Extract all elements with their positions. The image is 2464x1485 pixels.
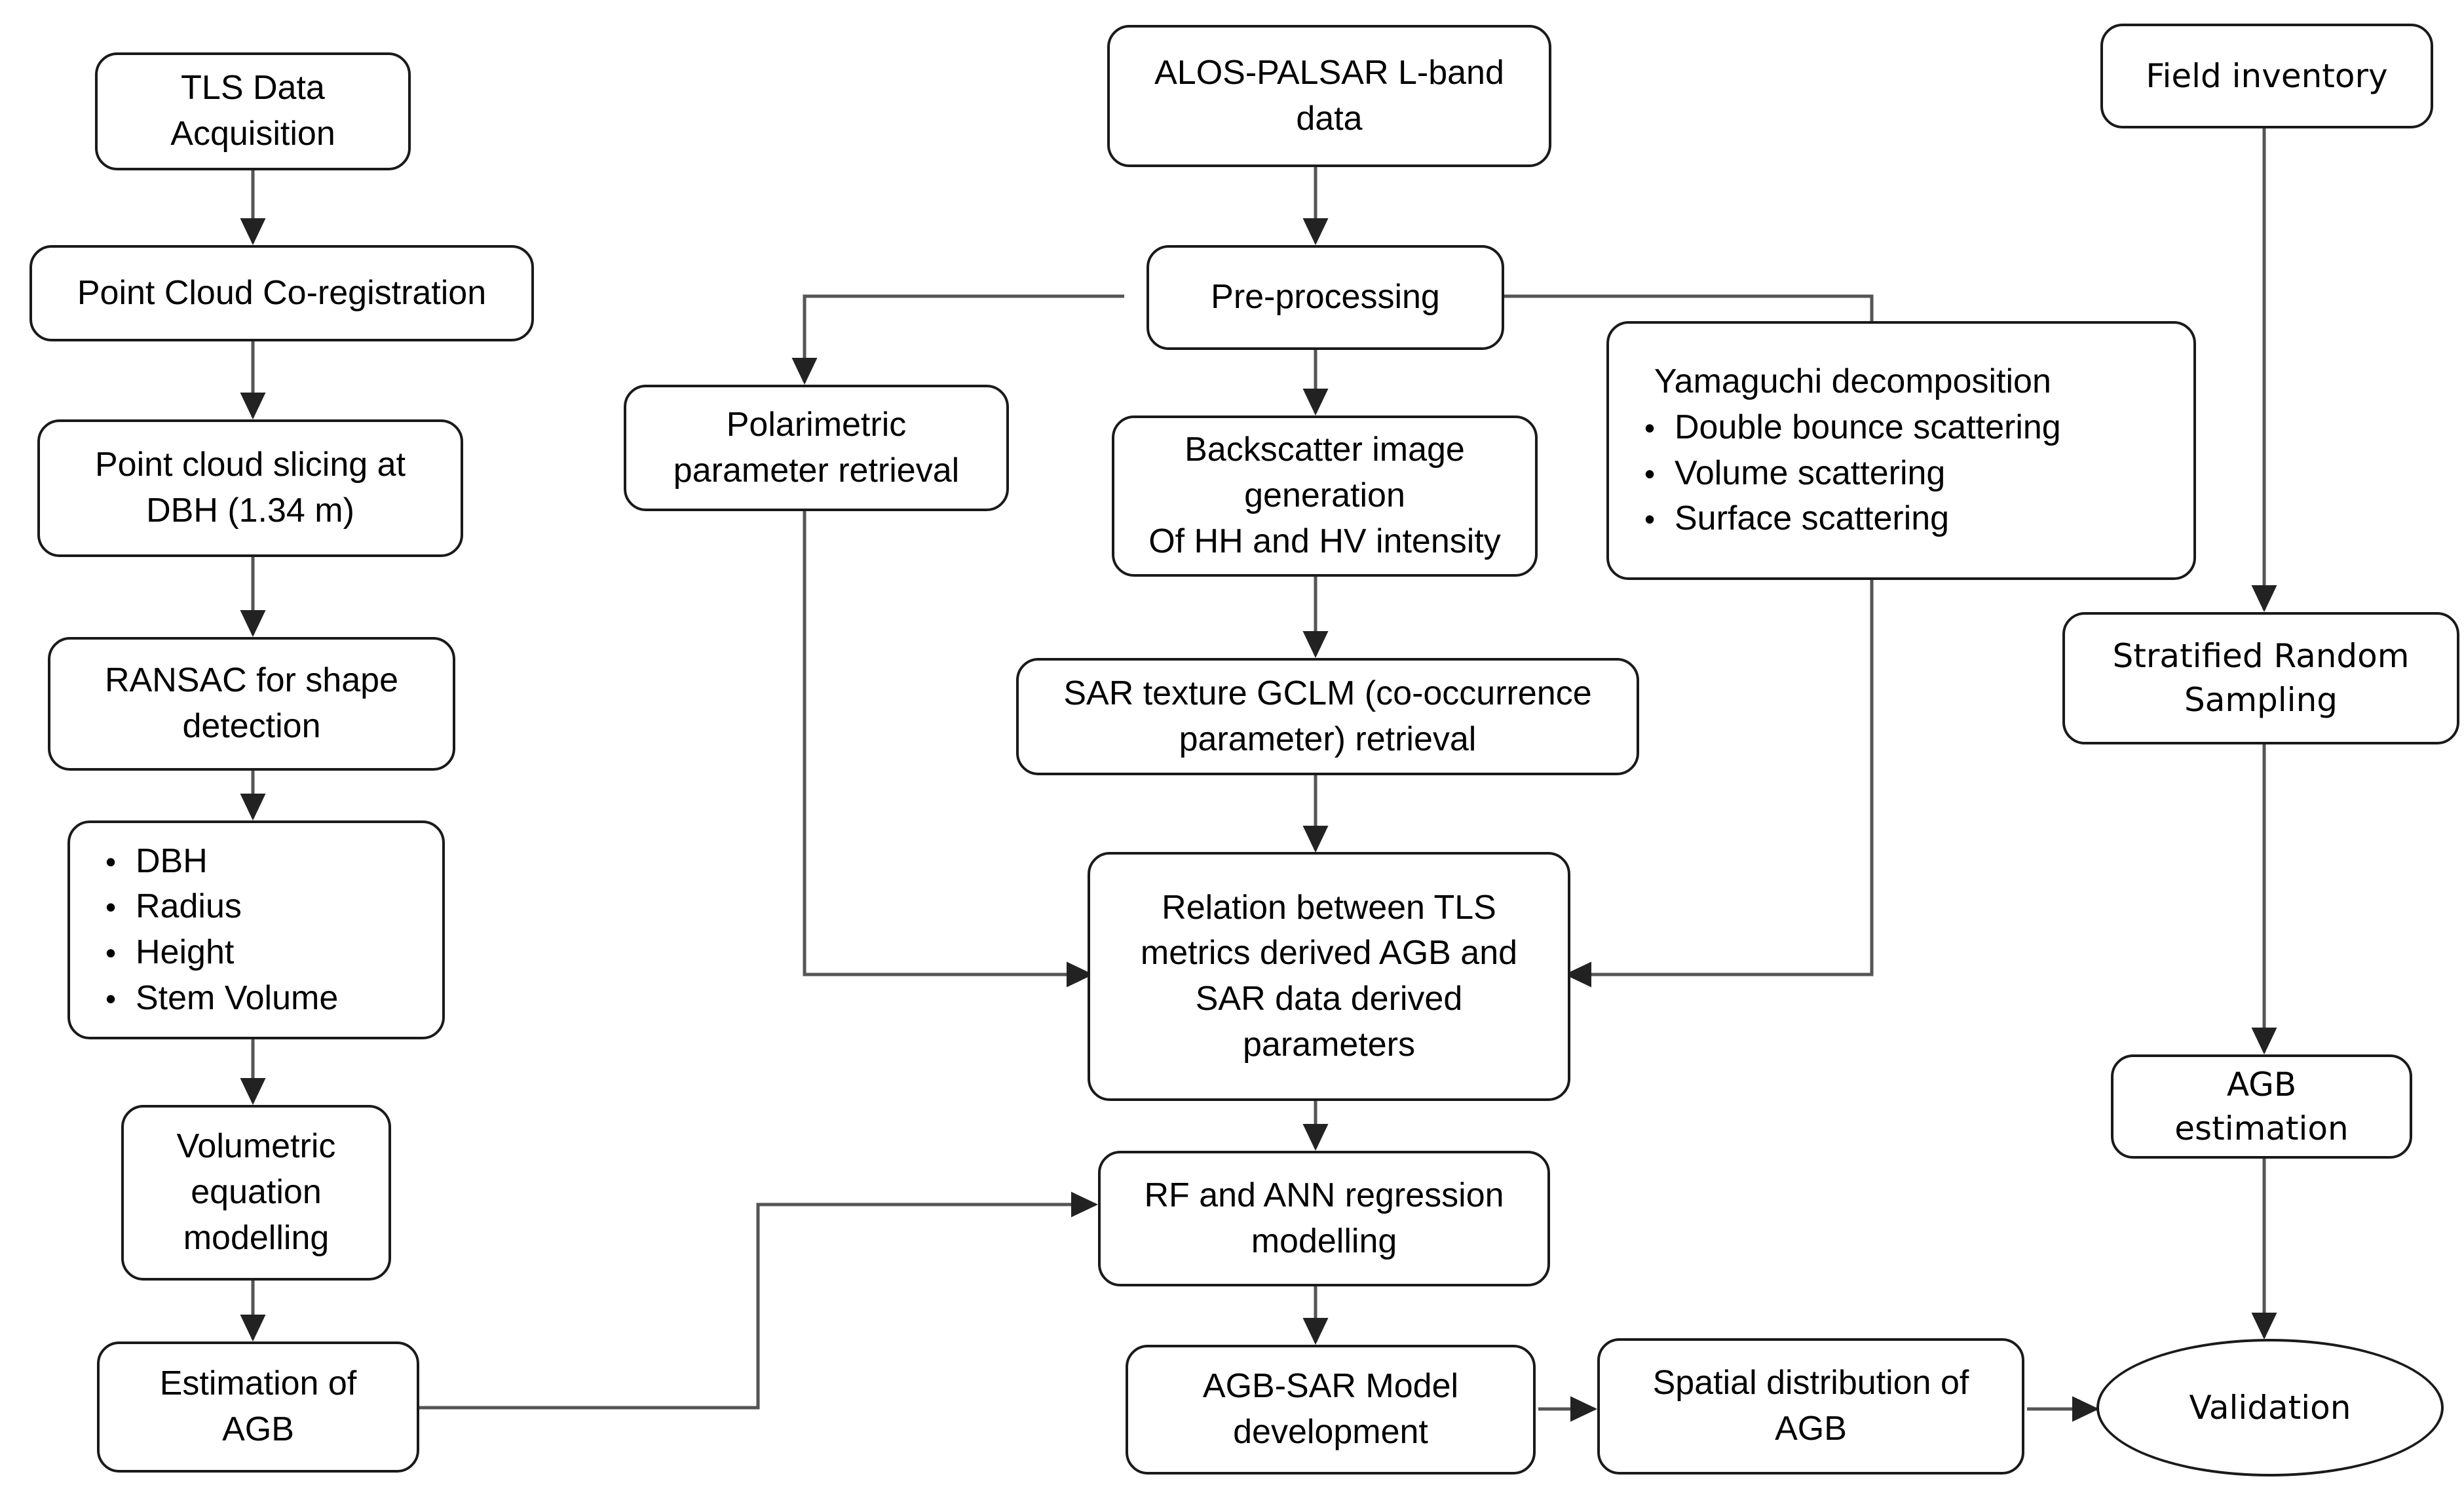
node-line: RANSAC for shape bbox=[105, 661, 398, 700]
node-point-cloud-slicing[interactable]: Point cloud slicing at DBH (1.34 m) bbox=[37, 419, 463, 557]
yamaguchi-list: Yamaguchi decomposition • Double bounce … bbox=[1644, 359, 2061, 542]
node-line: parameter retrieval bbox=[673, 451, 960, 490]
node-line: AGB bbox=[222, 1410, 294, 1448]
node-volumetric-equation-modelling[interactable]: Volumetric equation modelling bbox=[121, 1105, 391, 1281]
node-agb-estimation[interactable]: AGB estimation bbox=[2111, 1054, 2412, 1159]
bullet-icon: • bbox=[1644, 456, 1656, 491]
node-line: TLS Data bbox=[181, 69, 325, 107]
node-agb-sar-model-development[interactable]: AGB-SAR Model development bbox=[1126, 1345, 1536, 1475]
node-line: Pre-processing bbox=[1211, 278, 1440, 317]
list-item-label: Double bounce scattering bbox=[1675, 408, 2061, 446]
list-item-label: Volume scattering bbox=[1675, 453, 1946, 492]
node-estimation-of-agb[interactable]: Estimation of AGB bbox=[97, 1341, 419, 1473]
node-alos-palsar-data[interactable]: ALOS-PALSAR L-band data bbox=[1107, 25, 1551, 167]
list-item-label: Radius bbox=[136, 887, 242, 926]
node-line: Acquisition bbox=[170, 115, 335, 153]
list-item: • Surface scattering bbox=[1644, 496, 1949, 542]
node-rf-ann-regression[interactable]: RF and ANN regression modelling bbox=[1098, 1151, 1550, 1286]
node-line: estimation bbox=[2174, 1109, 2349, 1148]
node-line: parameters bbox=[1243, 1025, 1415, 1064]
node-ransac-shape-detection[interactable]: RANSAC for shape detection bbox=[48, 637, 455, 771]
node-line: equation bbox=[191, 1173, 322, 1212]
list-item: • Radius bbox=[105, 884, 242, 930]
node-field-inventory[interactable]: Field inventory bbox=[2100, 24, 2433, 128]
edge-polarimetric-to-relation bbox=[803, 511, 1093, 988]
node-line: Relation between TLS bbox=[1162, 888, 1496, 927]
node-line: metrics derived AGB and bbox=[1140, 934, 1518, 973]
node-polarimetric-parameter-retrieval[interactable]: Polarimetric parameter retrieval bbox=[624, 385, 1009, 511]
node-line: modelling bbox=[183, 1218, 330, 1257]
list-item-label: Height bbox=[136, 933, 235, 971]
node-pre-processing[interactable]: Pre-processing bbox=[1147, 245, 1504, 350]
node-line: Field inventory bbox=[2146, 56, 2388, 95]
edge-yamaguchi-to-relation bbox=[1564, 580, 1874, 988]
edge-estimation-to-rf bbox=[419, 1191, 1098, 1410]
node-line: Spatial distribution of bbox=[1652, 1364, 1969, 1402]
list-item-label: Stem Volume bbox=[136, 978, 339, 1017]
node-line: Point Cloud Co-registration bbox=[77, 273, 487, 312]
node-line: SAR data derived bbox=[1195, 980, 1463, 1018]
list-item: • DBH bbox=[105, 839, 208, 885]
node-line: modelling bbox=[1251, 1222, 1397, 1260]
list-item: • Stem Volume bbox=[105, 976, 338, 1022]
node-line: Point cloud slicing at bbox=[94, 446, 406, 484]
node-tls-data-acquisition[interactable]: TLS Data Acquisition bbox=[95, 52, 411, 170]
list-item-label: DBH bbox=[136, 841, 208, 880]
node-line: development bbox=[1233, 1413, 1428, 1451]
node-line: Yamaguchi decomposition bbox=[1654, 362, 2051, 401]
node-line: Sampling bbox=[2184, 681, 2338, 719]
bullet-icon: • bbox=[105, 890, 117, 925]
bullet-icon: • bbox=[1644, 410, 1656, 445]
node-line: RF and ANN regression bbox=[1144, 1176, 1504, 1214]
node-line: DBH (1.34 m) bbox=[146, 492, 354, 530]
node-line: AGB bbox=[1775, 1410, 1847, 1448]
node-point-cloud-coregistration[interactable]: Point Cloud Co-registration bbox=[29, 245, 534, 341]
node-line: Of HH and HV intensity bbox=[1148, 522, 1501, 560]
list-item: • Double bounce scattering bbox=[1644, 405, 2061, 451]
node-line: SAR texture GCLM (co-occurrence bbox=[1063, 674, 1592, 712]
node-sar-texture-gclm[interactable]: SAR texture GCLM (co-occurrence paramete… bbox=[1016, 658, 1639, 775]
node-line: ALOS-PALSAR L-band bbox=[1154, 53, 1504, 92]
node-spatial-distribution-agb[interactable]: Spatial distribution of AGB bbox=[1597, 1338, 2024, 1475]
node-line: AGB-SAR Model bbox=[1202, 1367, 1459, 1406]
list-item: • Volume scattering bbox=[1644, 451, 1945, 497]
node-stratified-random-sampling[interactable]: Stratified Random Sampling bbox=[2062, 612, 2459, 744]
node-line: generation bbox=[1244, 476, 1405, 515]
edge-preproc-to-polarimetric bbox=[791, 294, 1124, 385]
node-yamaguchi-decomposition[interactable]: Yamaguchi decomposition • Double bounce … bbox=[1606, 321, 2196, 580]
node-validation[interactable]: Validation bbox=[2096, 1339, 2444, 1476]
node-line: Estimation of bbox=[159, 1364, 357, 1403]
node-relation-tls-sar[interactable]: Relation between TLS metrics derived AGB… bbox=[1088, 852, 1570, 1101]
tls-metrics-list: • DBH • Radius • Height • Stem Volume bbox=[105, 839, 338, 1022]
node-line: detection bbox=[182, 707, 321, 745]
node-line: AGB bbox=[2226, 1065, 2297, 1104]
node-line: Backscatter image bbox=[1185, 431, 1465, 469]
list-item-label: Surface scattering bbox=[1675, 499, 1950, 538]
node-tls-metrics[interactable]: • DBH • Radius • Height • Stem Volume bbox=[67, 820, 445, 1039]
node-backscatter-image-generation[interactable]: Backscatter image generation Of HH and H… bbox=[1112, 415, 1538, 577]
list-item: • Height bbox=[105, 930, 234, 976]
bullet-icon: • bbox=[105, 844, 117, 879]
node-line: Volumetric bbox=[176, 1127, 336, 1166]
node-line: Validation bbox=[2189, 1388, 2351, 1427]
node-line: data bbox=[1296, 99, 1363, 138]
node-line: Polarimetric bbox=[726, 405, 907, 444]
bullet-icon: • bbox=[105, 981, 117, 1016]
bullet-icon: • bbox=[105, 936, 117, 970]
bullet-icon: • bbox=[1644, 502, 1656, 537]
node-line: Stratified Random bbox=[2112, 637, 2410, 675]
node-line: parameter) retrieval bbox=[1179, 720, 1477, 758]
